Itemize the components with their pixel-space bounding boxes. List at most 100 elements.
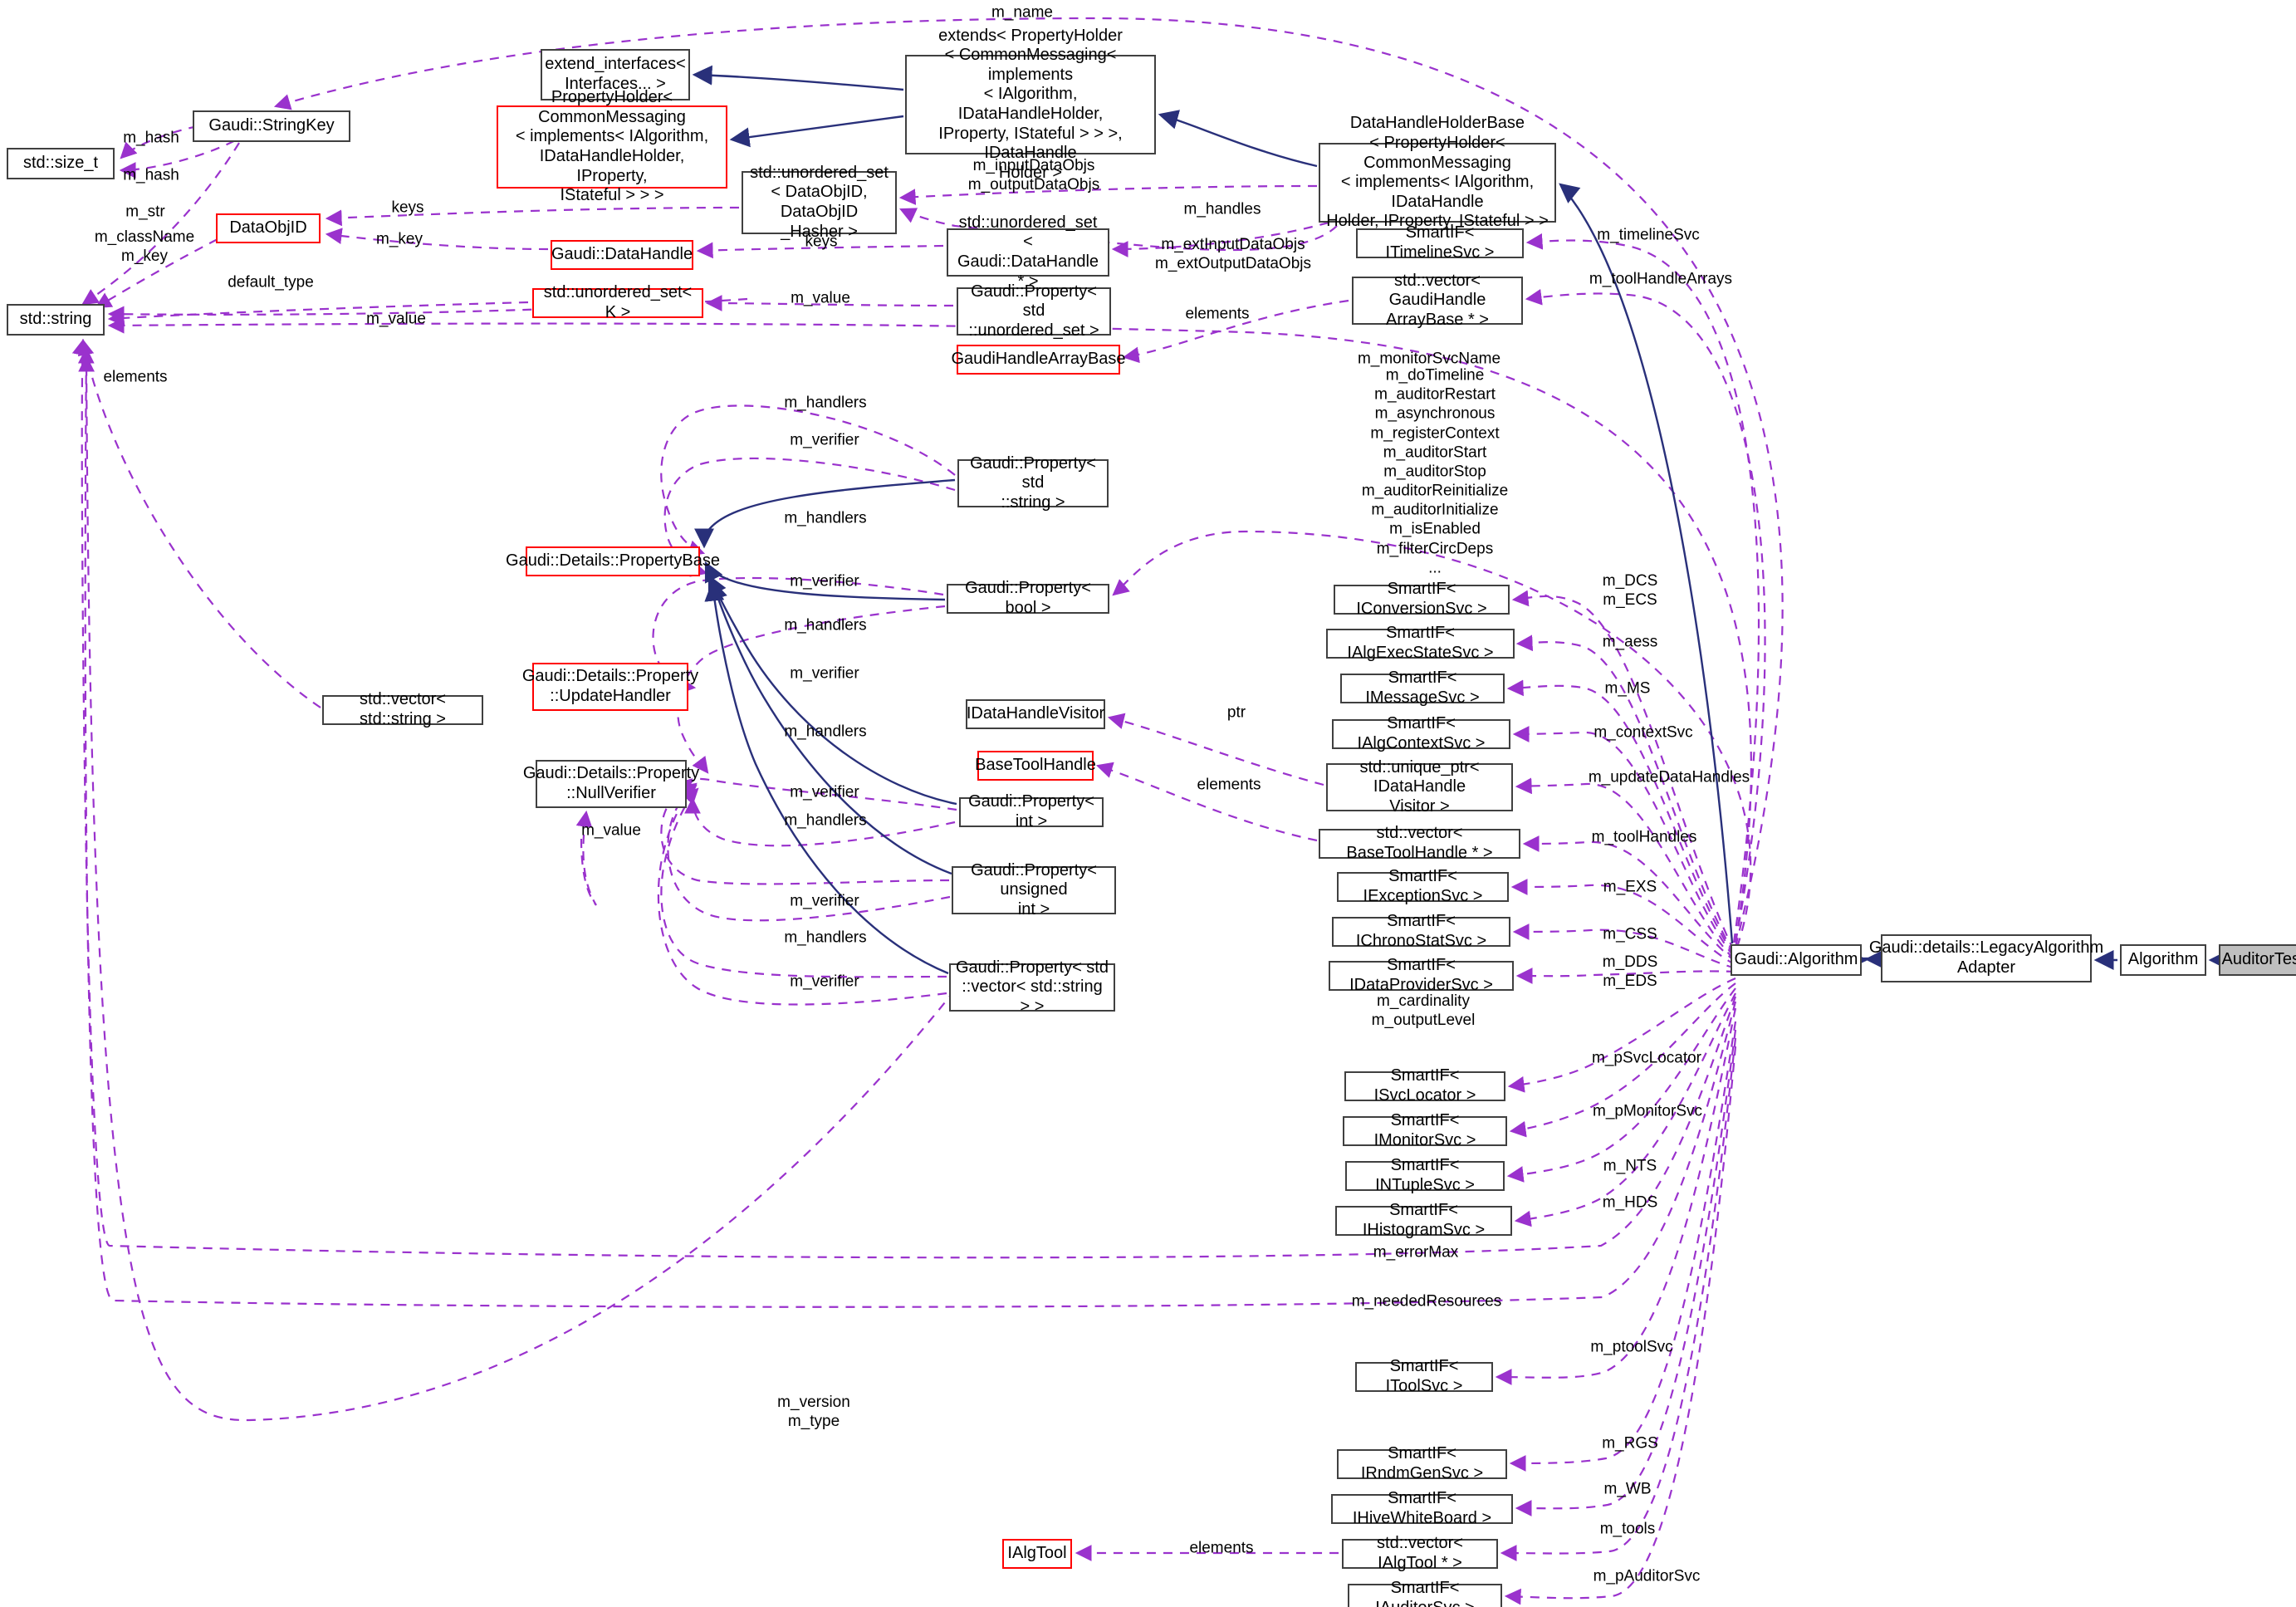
edge-label-l_m_classname: m_className m_key (94, 228, 195, 265)
edge-label-l_m_cardinality: m_cardinality m_outputLevel (1371, 992, 1476, 1029)
edge-label-l_m_verifier_1: m_verifier (790, 431, 859, 449)
edge-label-l_m_value_2: m_value (791, 289, 850, 307)
edge-label-l_ext_io: m_extInputDataObjs m_extOutputDataObjs (1155, 235, 1311, 272)
class-node-dhholderbase[interactable]: DataHandleHolderBase < PropertyHolder< C… (1319, 114, 1556, 250)
edge-label-l_m_tools: m_tools (1599, 1520, 1656, 1538)
class-node-smartif_rndm[interactable]: SmartIF< IRndmGenSvc > (1337, 1444, 1507, 1482)
edge-label-l_m_name: m_name (991, 3, 1053, 22)
edge-label-l_m_version: m_version m_type (777, 1393, 850, 1430)
class-node-smartif_dataprov[interactable]: SmartIF< IDataProviderSvc > (1329, 956, 1514, 994)
class-node-propertyholder[interactable]: PropertyHolder< CommonMessaging < implem… (497, 88, 727, 204)
edge-label-l_m_value_3: m_value (581, 821, 641, 840)
edge-label-l_ptr: ptr (1226, 703, 1246, 722)
edge-label-l_default_type: default_type (228, 273, 314, 292)
edge-label-l_m_toolhandlearrays: m_toolHandleArrays (1589, 270, 1733, 288)
class-node-prop_uint[interactable]: Gaudi::Property< unsigned int > (952, 861, 1116, 919)
class-node-prop_us[interactable]: Gaudi::Property< std ::unordered_set > (957, 282, 1111, 340)
class-node-us_datahandle[interactable]: std::unordered_set < Gaudi::DataHandle *… (947, 213, 1109, 291)
class-node-gaudihandlearray[interactable]: GaudiHandleArrayBase (951, 345, 1126, 375)
class-node-updatehandler[interactable]: Gaudi::Details::Property ::UpdateHandler (522, 663, 698, 711)
edge-label-l_m_handlers_1: m_handlers (784, 394, 867, 412)
edge-label-l_elements_1: elements (103, 368, 168, 386)
class-node-smartif_auditor[interactable]: SmartIF< IAuditorSvc > (1348, 1579, 1502, 1607)
edge-label-l_m_wb: m_WB (1603, 1480, 1652, 1498)
class-node-datahandle[interactable]: Gaudi::DataHandle (551, 240, 693, 270)
edge-label-l_m_verifier_5: m_verifier (790, 892, 859, 910)
class-node-smartif_message[interactable]: SmartIF< IMessageSvc > (1340, 669, 1505, 707)
edge-label-l_m_handlers_5: m_handlers (784, 811, 867, 830)
edge-label-l_m_exs: m_EXS (1603, 878, 1657, 896)
class-node-smartif_histo[interactable]: SmartIF< IHistogramSvc > (1335, 1201, 1512, 1239)
edge-label-l_m_errormax: m_errorMax (1373, 1243, 1459, 1262)
class-node-smartif_hive[interactable]: SmartIF< IHiveWhiteBoard > (1331, 1489, 1513, 1527)
edge-label-l_m_dcs_ecs: m_DCS m_ECS (1602, 571, 1658, 609)
edge-label-l_elements_4: elements (1189, 1539, 1254, 1557)
class-node-smartif_timeline[interactable]: SmartIF< ITimelineSvc > (1356, 223, 1524, 262)
edge-label-l_m_rgs: m_RGS (1602, 1434, 1658, 1453)
edge-label-l_m_verifier_3: m_verifier (790, 664, 859, 683)
class-node-auditortestalg[interactable]: AuditorTestAlg (2219, 944, 2296, 976)
edge-label-l_m_pmonitorsvc: m_pMonitorSvc (1593, 1102, 1702, 1120)
class-node-uptr_visitor[interactable]: std::unique_ptr< IDataHandle Visitor > (1326, 758, 1513, 816)
class-node-prop_vec_string[interactable]: Gaudi::Property< std ::vector< std::stri… (949, 958, 1115, 1016)
class-node-prop_bool[interactable]: Gaudi::Property< bool > (947, 579, 1109, 617)
class-node-idatahandlevisitor[interactable]: IDataHandleVisitor (966, 699, 1105, 729)
class-node-smartif_monitor[interactable]: SmartIF< IMonitorSvc > (1343, 1111, 1507, 1149)
edge-label-l_keys_1: keys (391, 198, 424, 217)
edge-label-l_keys_2: keys (805, 233, 838, 251)
class-node-smartif_conv[interactable]: SmartIF< IConversionSvc > (1334, 580, 1510, 618)
edge-label-l_m_handlers_2: m_handlers (784, 509, 867, 527)
class-node-basetoolhandle[interactable]: BaseToolHandle (975, 751, 1096, 781)
edge-label-l_m_updatedatahandles: m_updateDataHandles (1588, 768, 1750, 786)
class-node-vec_ialgtool[interactable]: std::vector< IAlgTool * > (1342, 1534, 1498, 1572)
edge-label-l_m_psvclocator: m_pSvcLocator (1591, 1049, 1702, 1067)
class-node-smartif_algctx[interactable]: SmartIF< IAlgContextSvc > (1332, 714, 1510, 752)
edge-label-l_m_verifier_6: m_verifier (790, 973, 859, 991)
edge-label-l_input_output: m_inputDataObjs m_outputDataObjs (967, 156, 1100, 194)
class-node-string[interactable]: std::string (7, 304, 105, 336)
edge-label-l_m_nts: m_NTS (1603, 1157, 1657, 1175)
class-node-legacy_adapter[interactable]: Gaudi::details::LegacyAlgorithm Adapter (1869, 934, 2103, 982)
class-node-ialgtool[interactable]: IAlgTool (1002, 1539, 1072, 1569)
class-node-smartif_chrono[interactable]: SmartIF< IChronoStatSvc > (1332, 912, 1510, 950)
class-node-vec_gaudihandle[interactable]: std::vector< GaudiHandle ArrayBase * > (1352, 272, 1523, 329)
class-node-us_dataobjid[interactable]: std::unordered_set < DataObjID, DataObjI… (742, 164, 897, 241)
edge-label-l_m_css: m_CSS (1603, 925, 1657, 943)
class-node-vec_string[interactable]: std::vector< std::string > (322, 690, 483, 728)
edge-label-l_m_neededresources: m_neededResources (1351, 1292, 1502, 1311)
class-node-size_t[interactable]: std::size_t (7, 148, 115, 179)
class-node-prop_int[interactable]: Gaudi::Property< int > (959, 792, 1104, 830)
edge-label-l_elements_2: elements (1185, 305, 1250, 323)
edge-label-l_m_ms: m_MS (1604, 679, 1651, 698)
edge-label-l_m_hash_1: m_hash (123, 129, 179, 147)
class-node-smartif_svcloc[interactable]: SmartIF< ISvcLocator > (1344, 1066, 1505, 1105)
class-node-prop_string[interactable]: Gaudi::Property< std ::string > (957, 454, 1109, 512)
class-node-dataobjid[interactable]: DataObjID (216, 213, 321, 243)
class-node-propertybase[interactable]: Gaudi::Details::PropertyBase (506, 546, 720, 576)
edge-label-l_m_handlers_3: m_handlers (784, 616, 867, 634)
edge-label-l_m_handlers_6: m_handlers (784, 928, 867, 947)
class-node-us_k[interactable]: std::unordered_set< K > (532, 283, 703, 321)
class-node-stringkey[interactable]: Gaudi::StringKey (193, 110, 350, 142)
class-node-smartif_exc[interactable]: SmartIF< IExceptionSvc > (1337, 867, 1509, 905)
class-node-smartif_ntuple[interactable]: SmartIF< INTupleSvc > (1345, 1156, 1505, 1194)
class-node-extends[interactable]: extends< PropertyHolder < CommonMessagin… (905, 27, 1156, 182)
class-node-algorithm[interactable]: Algorithm (2120, 944, 2206, 976)
class-node-nullverifier[interactable]: Gaudi::Details::Property ::NullVerifier (523, 760, 699, 808)
edge-label-l_big_list: m_doTimeline m_auditorRestart m_asynchro… (1361, 366, 1509, 577)
edge-label-l_m_value_1: m_value (366, 310, 426, 328)
edge-label-l_m_toolhandles: m_toolHandles (1591, 828, 1697, 846)
edge-label-l_m_hds: m_HDS (1602, 1193, 1658, 1212)
edge-label-l_m_str: m_str (125, 203, 165, 221)
class-node-vec_basetool[interactable]: std::vector< BaseToolHandle * > (1319, 824, 1520, 862)
edge-label-l_m_key: m_key (376, 230, 423, 248)
edge-label-l_m_dds_eds: m_DDS m_EDS (1602, 953, 1658, 990)
class-node-smartif_algexec[interactable]: SmartIF< IAlgExecStateSvc > (1326, 624, 1515, 662)
edge-label-l_m_hash_2: m_hash (123, 166, 179, 184)
edge-label-l_m_verifier_4: m_verifier (790, 783, 859, 801)
class-node-smartif_tool[interactable]: SmartIF< IToolSvc > (1355, 1357, 1493, 1395)
edge-label-l_m_handles_1: m_handles (1183, 200, 1261, 218)
class-node-gaudi_algorithm[interactable]: Gaudi::Algorithm (1731, 944, 1862, 976)
